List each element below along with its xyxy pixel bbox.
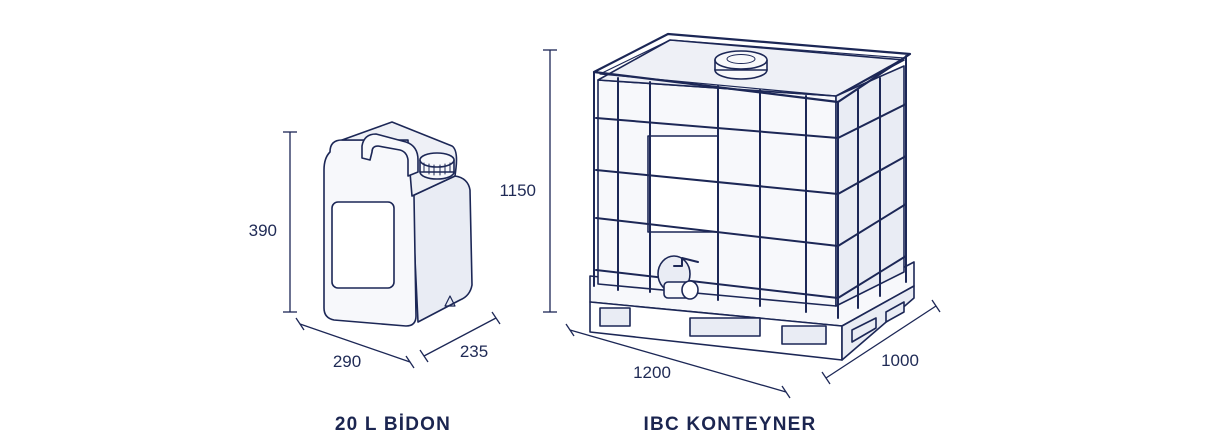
jerrycan-cap — [419, 152, 455, 180]
dim-tick — [821, 371, 831, 385]
pallet-opening — [689, 317, 761, 337]
ibc-height-label: 1150 — [499, 181, 536, 200]
jerrycan-depth-label: 235 — [460, 342, 488, 361]
jerrycan-width-label: 290 — [333, 352, 361, 371]
ibc-drawing — [589, 32, 915, 361]
jerrycan-depth-line — [423, 317, 497, 357]
ibc-tank-side — [835, 65, 905, 307]
dim-tick — [419, 349, 429, 363]
ibc-label-panel — [647, 135, 719, 233]
jerrycan-label-panel — [331, 201, 395, 289]
pallet-opening — [781, 325, 827, 345]
dim-tick — [565, 323, 575, 337]
jerrycan-handle — [361, 133, 419, 177]
ibc-width-label: 1200 — [633, 363, 671, 382]
jerrycan-width-line — [299, 323, 411, 363]
ibc-cage-bars — [593, 55, 907, 319]
jerrycan-caption: 20 L BİDON — [335, 414, 451, 435]
recycle-triangle-icon — [444, 295, 456, 307]
ibc-width-line — [569, 329, 787, 393]
dim-tick — [491, 311, 501, 325]
ibc-depth-line — [825, 305, 937, 379]
dim-tick — [931, 299, 941, 313]
jerrycan-drawing — [323, 121, 473, 327]
dim-tick — [405, 355, 415, 369]
ibc-cage-top-frame — [592, 32, 912, 104]
ibc-dimensions — [543, 49, 941, 399]
ibc-depth-label: 1000 — [881, 351, 919, 370]
jerrycan-side-face — [411, 175, 473, 323]
pallet-opening — [599, 307, 631, 327]
jerrycan-dimensions — [283, 131, 501, 369]
ibc-filler-cap — [714, 50, 768, 80]
dim-tick — [781, 385, 791, 399]
dim-tick — [295, 317, 305, 331]
ibc-caption: IBC KONTEYNER — [644, 414, 817, 435]
jerrycan-height-label: 390 — [249, 221, 277, 240]
ibc-discharge-valve — [657, 255, 699, 300]
